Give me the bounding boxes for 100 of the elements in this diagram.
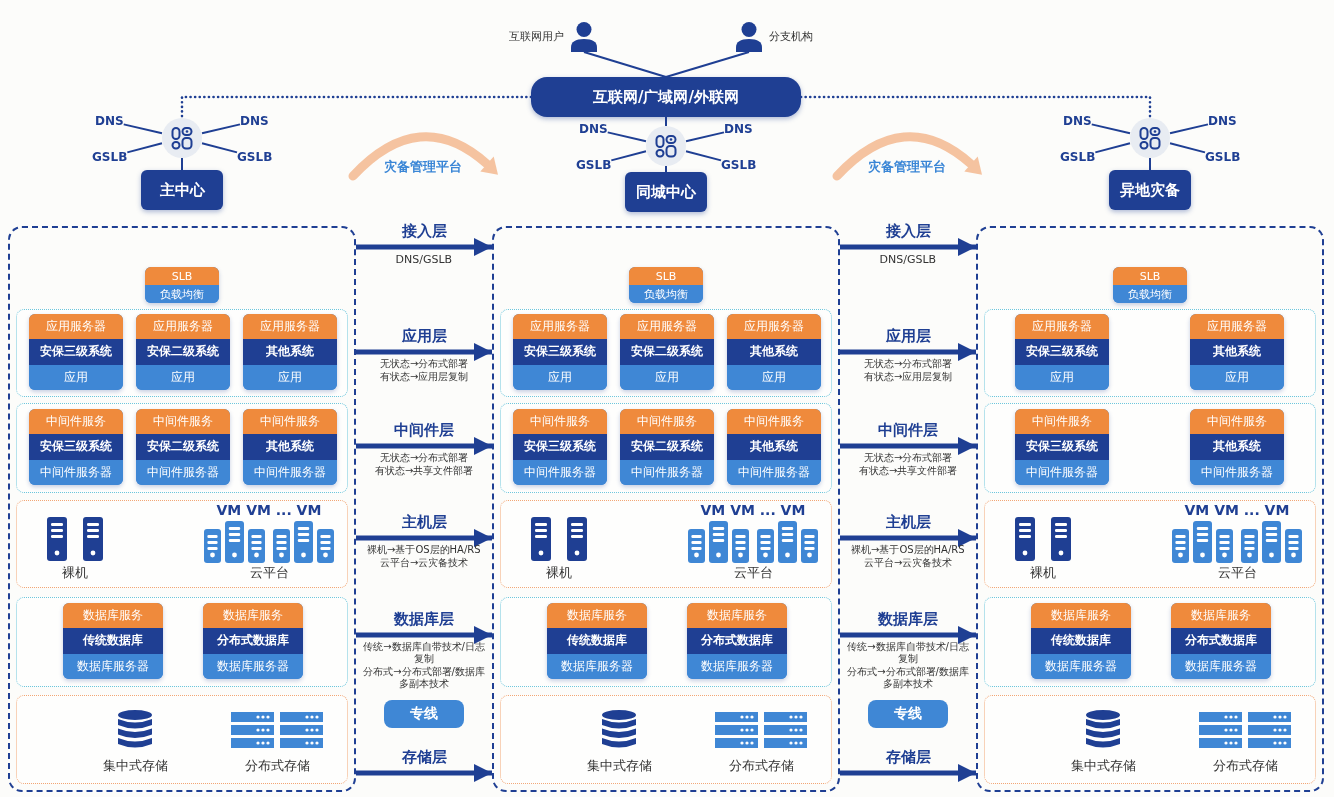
card-footer: 中间件服务器: [727, 459, 821, 485]
layer-group: [984, 597, 1316, 687]
connector-line: [685, 131, 725, 143]
card-footer: 应用: [136, 364, 230, 390]
note-text: 有状态→共享文件部署: [375, 465, 474, 477]
note-text: 云平台→云灾备技术: [380, 557, 469, 569]
node-caption: 互联网用户: [509, 30, 564, 44]
card-title: 安保三级系统: [29, 339, 123, 365]
card-title: 安保三级系统: [513, 434, 607, 460]
card-footer: 应用: [243, 364, 337, 390]
card-title: 分布式数据库: [687, 628, 787, 654]
service-card: [513, 314, 607, 390]
card-title: 其他系统: [727, 434, 821, 460]
service-label: DNS: [579, 121, 608, 137]
connector-line: [201, 123, 241, 135]
site-box: 同城中心: [625, 172, 707, 212]
card-header: SLB: [1113, 267, 1187, 285]
service-label: DNS: [1063, 113, 1092, 129]
service-label: GSLB: [721, 157, 757, 173]
edge-label: 数据库层: [878, 610, 938, 629]
card-title: 传统数据库: [547, 628, 647, 654]
note-text: 无状态→分布式部署: [380, 452, 469, 464]
service-card: [145, 267, 219, 303]
service-label: GSLB: [237, 149, 273, 165]
card-footer: 负载均衡: [145, 285, 219, 303]
icon-caption: 裸机: [546, 565, 572, 581]
arrow: [840, 764, 976, 782]
edge-label: 接入层: [885, 222, 931, 241]
link-pill: 专线: [868, 700, 948, 728]
card-footer: 数据库服务器: [203, 653, 303, 679]
card-header: 中间件服务: [29, 409, 123, 435]
service-label: GSLB: [92, 149, 128, 165]
note-text: 无状态→分布式部署: [864, 452, 953, 464]
service-card: [629, 267, 703, 303]
card-header: 应用服务器: [29, 314, 123, 340]
icon-caption: 集中式存储: [102, 758, 168, 774]
card-footer: 数据库服务器: [687, 653, 787, 679]
site-box: 异地灾备: [1109, 170, 1191, 210]
vm-label: VM VM ... VM: [216, 502, 322, 519]
layer-group: [984, 695, 1316, 784]
datacenter-frame: [976, 226, 1324, 792]
arrow: [840, 626, 976, 644]
layer-group: [16, 309, 348, 397]
card-footer: 中间件服务器: [1015, 459, 1109, 485]
arrow: [356, 626, 492, 644]
note-text: 裸机→基于OS层的HA/RS: [367, 544, 481, 556]
card-title: 其他系统: [243, 339, 337, 365]
card-header: 中间件服务: [1015, 409, 1109, 435]
layer-group: [500, 500, 832, 588]
card-footer: 负载均衡: [1113, 285, 1187, 303]
icon-caption: 集中式存储: [1070, 758, 1136, 774]
service-card: [727, 409, 821, 485]
note-text: 传统→数据库自带技术/日志复制: [846, 641, 970, 665]
datacenter-frame: [8, 226, 356, 792]
card-footer: 数据库服务器: [1031, 653, 1131, 679]
layer-group: [16, 695, 348, 784]
connector-line: [181, 157, 183, 171]
edge-label: 主机层: [885, 513, 931, 532]
connector-line: [665, 51, 750, 78]
service-label: DNS: [95, 113, 124, 129]
connector-line: [1094, 142, 1131, 154]
service-card: [727, 314, 821, 390]
datacenter-frame: [492, 226, 840, 792]
note-text: 裸机→基于OS层的HA/RS: [851, 544, 965, 556]
connector-line: [180, 95, 533, 120]
card-header: 中间件服务: [1190, 409, 1284, 435]
edge-label: 存储层: [401, 748, 447, 767]
card-title: 安保二级系统: [620, 434, 714, 460]
layer-group: [500, 403, 832, 493]
edge-label: 主机层: [401, 513, 447, 532]
service-card: [513, 409, 607, 485]
edge-label: 应用层: [401, 327, 447, 346]
card-footer: 应用: [727, 364, 821, 390]
link-pill: 专线: [384, 700, 464, 728]
service-card: [1190, 314, 1284, 390]
connector-line: [1090, 123, 1131, 135]
card-header: 中间件服务: [727, 409, 821, 435]
service-card: [1031, 603, 1131, 679]
card-header: 中间件服务: [620, 409, 714, 435]
icon-caption: 集中式存储: [586, 758, 652, 774]
connector-line: [1169, 142, 1206, 154]
card-header: 应用服务器: [243, 314, 337, 340]
connector-line: [126, 142, 163, 154]
icon-caption: 云平台: [733, 565, 773, 581]
service-card: [1190, 409, 1284, 485]
card-footer: 中间件服务器: [513, 459, 607, 485]
note-text: 分布式→分布式部署/数据库多副本技术: [362, 666, 486, 690]
network-banner: 互联网/广域网/外联网: [531, 77, 801, 117]
card-header: SLB: [629, 267, 703, 285]
card-footer: 应用: [29, 364, 123, 390]
card-title: 分布式数据库: [1171, 628, 1271, 654]
icon-caption: 分布式存储: [1212, 758, 1278, 774]
vm-label: VM VM ... VM: [700, 502, 806, 519]
service-card: [136, 314, 230, 390]
card-header: 应用服务器: [727, 314, 821, 340]
connector-line: [665, 116, 667, 127]
arrow: [356, 238, 492, 256]
card-footer: 中间件服务器: [620, 459, 714, 485]
card-footer: 应用: [620, 364, 714, 390]
load-balancer-icon: [1130, 118, 1170, 158]
